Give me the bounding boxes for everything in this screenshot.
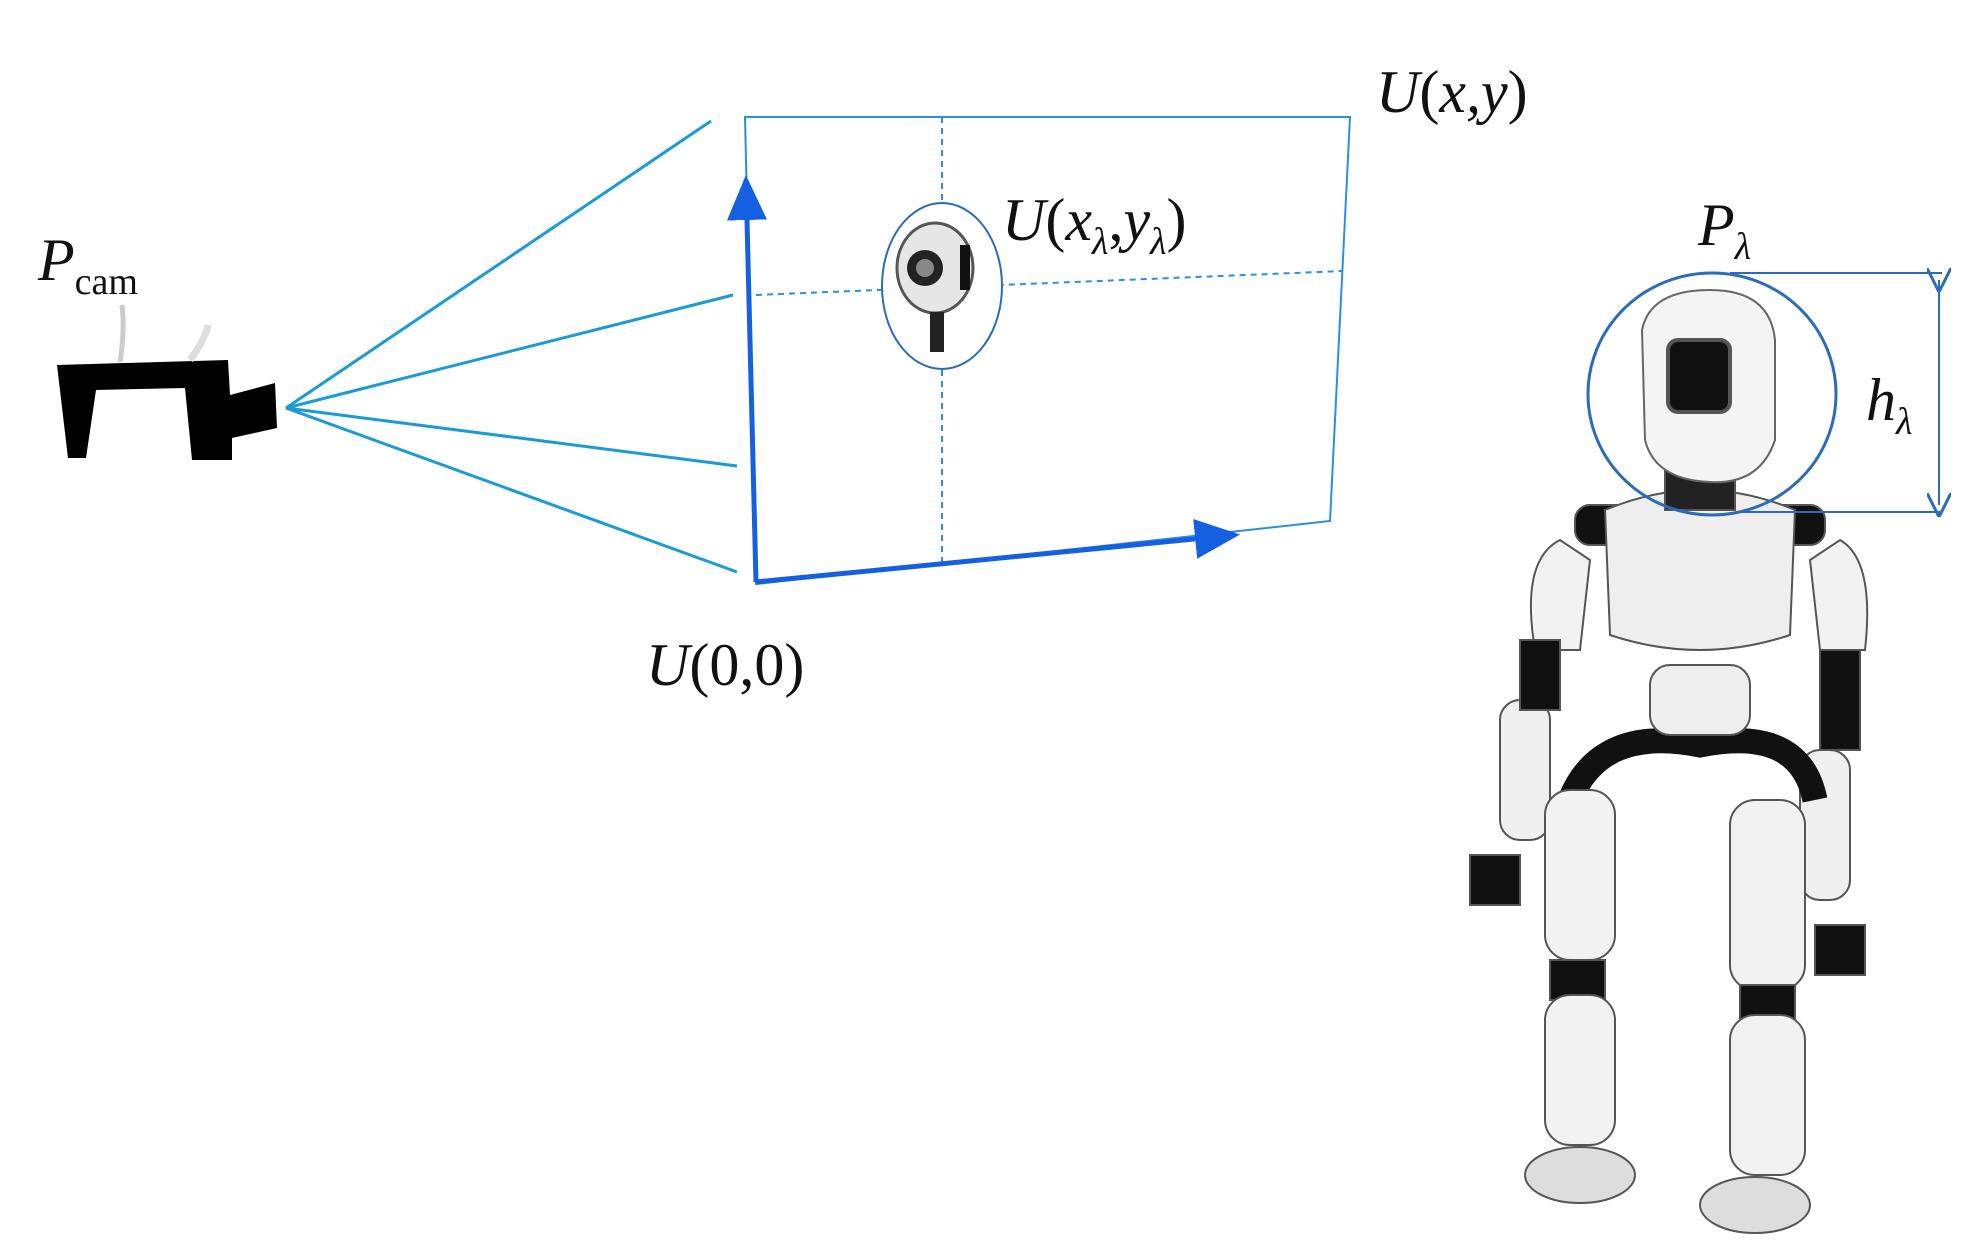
projected-point-label: U(xλ,yλ) — [1002, 187, 1187, 263]
projected-head-icon — [881, 202, 1003, 370]
origin-label: U(0,0) — [646, 632, 805, 698]
camera-label: Pcam — [38, 227, 138, 303]
image-corner-label: UU((x,y) — [1376, 59, 1528, 125]
projection-rays — [285, 119, 738, 574]
dashed-horizontal — [755, 270, 1344, 296]
x-axis-arrow — [755, 519, 1240, 585]
height-label: hλ — [1866, 367, 1913, 443]
camera-icon — [57, 304, 277, 460]
target-label: Pλ — [1698, 192, 1752, 268]
robot-icon — [1469, 469, 1869, 1234]
target-head — [1586, 271, 1838, 517]
height-dimension — [1730, 273, 1942, 512]
y-axis-arrow — [727, 175, 767, 583]
